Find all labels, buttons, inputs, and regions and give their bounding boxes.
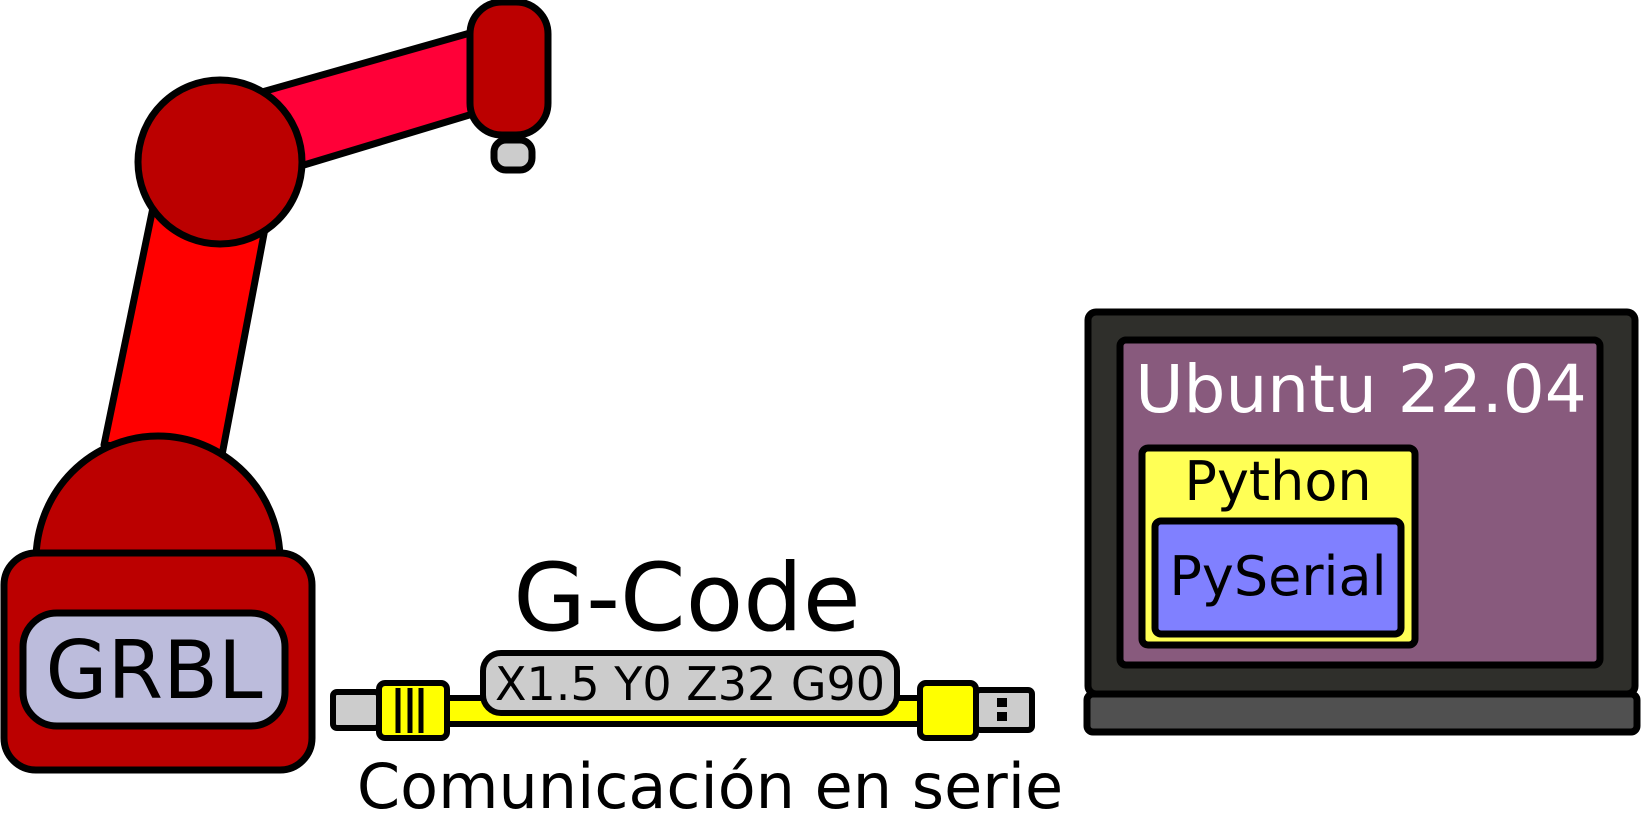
robot-arm [0,0,552,774]
cable-left-connector [376,680,450,741]
usb-cable [330,650,1035,741]
robot-tool-tip [490,136,536,174]
connector-grip-lines [395,688,424,733]
cable-caption: Comunicación en serie [357,750,1063,815]
pyserial-label: PySerial [1169,545,1386,608]
cable-right-connector [917,680,979,741]
protocol-label: G-Code [513,544,860,653]
pyserial-box [1151,517,1405,638]
usb-a-plug [973,687,1035,733]
cable-left-plug [330,689,382,731]
python-label: Python [1184,450,1371,513]
laptop-base [1083,690,1641,736]
grbl-label: GRBL [45,624,262,717]
command-example: X1.5 Y0 Z32 G90 [495,657,885,711]
robot-elbow-joint [134,76,306,248]
grbl-badge [19,609,289,730]
robot-wrist [466,0,552,139]
command-bubble [480,650,900,716]
robot-base-dome [32,432,284,564]
os-label: Ubuntu 22.04 [1135,351,1587,428]
laptop [1083,308,1641,736]
usb-icon [997,698,1007,721]
